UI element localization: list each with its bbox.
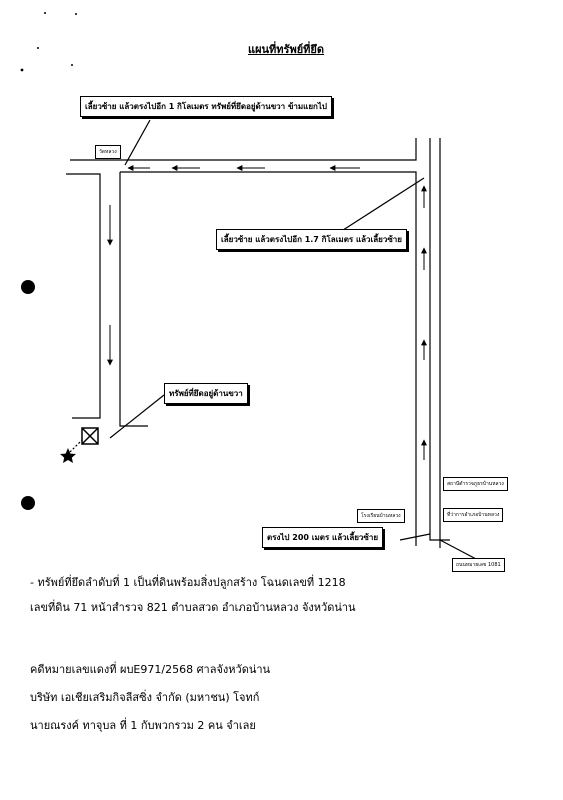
scan-mark — [71, 64, 73, 66]
road-right-inner — [429, 138, 450, 541]
landmark-temple: วัดหลวง — [95, 145, 121, 159]
description-line-2: เลขที่ดิน 71 หน้าสำรวจ 821 ตำบลสวด อำเภอ… — [30, 601, 356, 614]
landmark-district-office: ที่ว่าการอำเภอบ้านหลวง — [443, 508, 504, 522]
case-plaintiff: บริษัท เอเชียเสริมกิจลีสซิ่ง จำกัด (มหาช… — [30, 691, 260, 704]
page-title: แผนที่ทรัพย์ที่ยึด — [248, 43, 325, 56]
scan-mark — [37, 47, 39, 49]
property-map — [20, 12, 479, 560]
leader-1 — [124, 119, 151, 166]
star-dash — [69, 439, 83, 453]
leader-4 — [399, 533, 431, 541]
punch-hole — [21, 280, 35, 294]
callout-property-right: ทรัพย์ที่ยึดอยู่ด้านขวา — [164, 383, 248, 404]
scan-mark — [44, 12, 46, 14]
leader-5 — [439, 539, 479, 560]
star-icon — [60, 448, 76, 463]
callout-turn-left-1km: เลี้ยวซ้าย แล้วตรงไปอีก 1 กิโลเมตร ทรัพย… — [80, 96, 332, 117]
callout-turn-left-17km: เลี้ยวซ้าย แล้วตรงไปอีก 1.7 กิโลเมตร แล้… — [216, 229, 407, 250]
leader-3 — [109, 394, 165, 439]
road-inner-loop — [119, 172, 148, 427]
case-defendant: นายณรงค์ ทาจุบล ที่ 1 กับพวกรวม 2 คน จำเ… — [30, 719, 256, 732]
scan-mark — [20, 68, 24, 72]
road-top-inner — [66, 173, 101, 419]
punch-hole — [21, 496, 35, 510]
callout-straight-200m: ตรงไป 200 เมตร แล้วเลี้ยวซ้าย — [262, 527, 384, 548]
landmark-police-station: สถานีตำรวจภูธรบ้านหลวง — [443, 477, 508, 491]
case-number: คดีหมายเลขแดงที่ ผบE971/2568 ศาลจังหวัดน… — [30, 663, 271, 676]
landmark-school: โรงเรียนบ้านหลวง — [357, 509, 405, 523]
property-marker-icon — [81, 427, 99, 445]
road-top-outer — [70, 138, 417, 161]
leader-2 — [339, 177, 425, 233]
landmark-highway: ถนนหมายเลข 1081 — [452, 558, 505, 572]
scan-mark — [75, 13, 77, 15]
road-inner-top — [120, 171, 417, 546]
description-line-1: - ทรัพย์ที่ยึดลำดับที่ 1 เป็นที่ดินพร้อม… — [30, 576, 346, 589]
